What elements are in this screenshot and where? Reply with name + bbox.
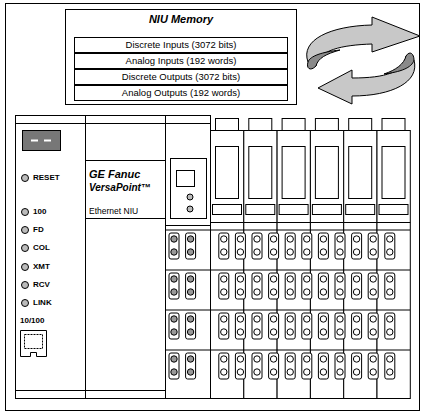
box-title: NIU Memory bbox=[66, 13, 296, 26]
memory-row: Analog Outputs (192 words) bbox=[74, 85, 288, 101]
niu-module bbox=[16, 116, 166, 399]
frame bbox=[6, 4, 420, 411]
led-label: XMT bbox=[33, 262, 50, 271]
led-label: COL bbox=[33, 243, 50, 252]
memory-row: Discrete Outputs (3072 bits) bbox=[74, 69, 288, 85]
memory-label: Discrete Outputs (3072 bits) bbox=[75, 71, 287, 82]
brand-text: GE Fanuc bbox=[89, 168, 164, 181]
power-module bbox=[166, 116, 211, 399]
memory-row: Analog Inputs (192 words) bbox=[74, 53, 288, 69]
led-label: RCV bbox=[33, 280, 50, 289]
led-label: 100 bbox=[33, 207, 46, 216]
cycle-arrows bbox=[307, 17, 420, 104]
niu-panel: GE FanucVersaPoint™ Ethernet NIU bbox=[89, 168, 164, 216]
led-label: 10/100 bbox=[20, 316, 44, 325]
memory-label: Analog Outputs (192 words) bbox=[75, 87, 287, 98]
memory-row: Discrete Inputs (3072 bits) bbox=[74, 37, 288, 53]
brand-text: VersaPoint™ bbox=[89, 182, 164, 194]
memory-box: NIU MemoryDiscrete Inputs (3072 bits) Ana… bbox=[65, 9, 297, 105]
memory-label: Analog Inputs (192 words) bbox=[75, 55, 287, 66]
led-label: LINK bbox=[33, 298, 52, 307]
led-label: RESET bbox=[33, 173, 60, 182]
terminal-modules bbox=[166, 119, 411, 399]
module-name: Ethernet NIU bbox=[89, 206, 164, 216]
led-label: FD bbox=[33, 225, 44, 234]
memory-label: Discrete Inputs (3072 bits) bbox=[75, 39, 287, 50]
